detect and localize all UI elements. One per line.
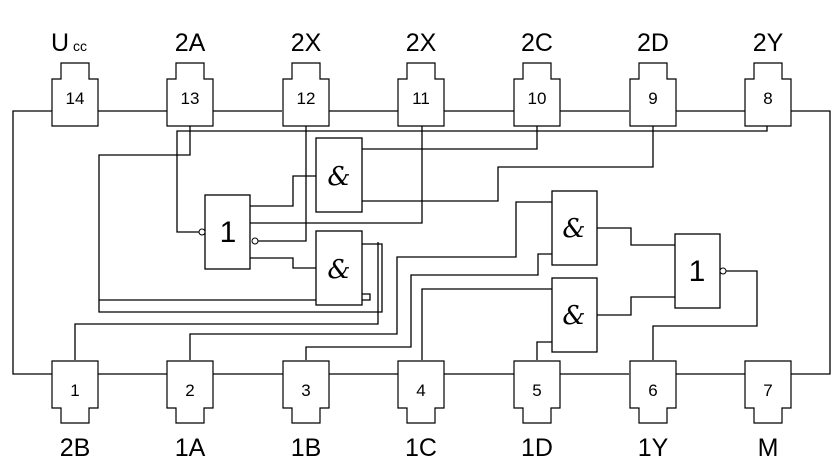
pin-number: 5 [532,381,541,400]
nor-gate-1: 1 [674,233,727,309]
pin-body [166,62,214,127]
pin-6: 6 1Y [629,360,677,462]
pin-number: 7 [763,381,772,400]
pin-number: 3 [301,381,310,400]
pin-10: 10 2C [513,29,561,127]
pin-body [513,360,561,424]
pin-label: M [758,434,779,462]
pin-number: 14 [66,89,85,108]
inverter-bubble [251,237,259,245]
wire-pin10 [362,126,538,150]
pin-5: 5 1D [513,360,561,462]
wire-pin12 [258,126,307,242]
and-symbol: & [562,214,585,244]
wire-and2b-out [99,293,371,301]
pin-body [629,360,677,424]
pin-13: 13 2A [166,29,214,127]
pin-label: 1C [405,434,437,462]
and-symbol: & [327,255,350,285]
pin-body [51,360,99,424]
pin-label: 1D [521,434,553,462]
wire-and1a-out [597,227,675,246]
pin-number: 6 [648,381,657,400]
wire-or-to-and-top [250,175,316,207]
wire-pin11 [250,126,423,224]
pin-number: 1 [70,381,79,400]
nor-symbol: 1 [689,255,706,288]
and-gate-1a: & [551,190,598,266]
or-symbol: 1 [220,216,237,249]
inverter-bubble [198,228,206,236]
wire-pin3 [305,253,552,360]
pin-3: 3 1B [282,360,330,462]
pin-label: 1B [291,434,322,462]
pin-7: 7M [744,360,792,462]
pin-9: 9 2D [629,29,677,127]
wire-pin8-feedback [176,126,768,233]
pin-label: 2C [521,29,553,57]
pin-12: 12 2X [282,29,330,127]
pin-body [744,360,792,424]
pin-8: 8 2Y [744,29,792,127]
pin-label: 2D [637,29,669,57]
and-gate-2a: & [315,137,363,213]
pin-label: 2B [60,434,91,462]
pin-label: 2Y [753,29,784,57]
wire-pin1 [74,242,379,360]
pin-body [397,62,445,127]
pin-2: 2 1A [166,360,214,462]
pin-body [51,62,99,127]
pin-number: 4 [416,381,425,400]
pin-body [744,62,792,127]
pin-label: 2A [175,29,206,57]
pin-body [397,360,445,424]
vcc-rail [12,110,53,375]
pin-body [629,62,677,127]
wire-pin4 [421,288,552,360]
pin-label: 2X [406,29,437,57]
pin-label: 1Y [638,434,669,462]
wire-pin2 [189,201,552,360]
wire-nor-out [652,270,758,360]
pin-label: 1A [175,434,206,462]
wire-or-to-and-bottom [250,257,316,269]
pin-body [166,360,214,424]
pin-number: 13 [181,89,200,108]
pin-body [282,62,330,127]
pin-11: 11 2X [397,29,445,127]
pin-body [282,360,330,424]
and-symbol: & [562,301,585,331]
pin-number: 9 [648,89,657,108]
or-gate-2: 1 [198,194,259,270]
inverter-bubble [719,267,727,275]
pin-number: 11 [412,89,430,108]
wire-pin5 [536,341,552,360]
pin-number: 10 [528,89,547,108]
pin-number: 12 [297,89,316,108]
wire-pin13 [98,126,383,313]
pin-number: 8 [763,89,772,108]
pin-1: 1 2B [51,360,99,462]
and-symbol: & [327,162,350,192]
pin-body [513,62,561,127]
wire-and1b-out [597,296,675,316]
and-gate-2b: & [315,230,363,306]
and-gate-1b: & [551,277,598,353]
pin-label: 2X [291,29,322,57]
wire-pin9 [362,126,654,202]
pin-number: 2 [185,381,194,400]
pin-label-subscript: cc [73,38,87,54]
pin-4: 4 1C [397,360,445,462]
top-bus [97,110,831,375]
